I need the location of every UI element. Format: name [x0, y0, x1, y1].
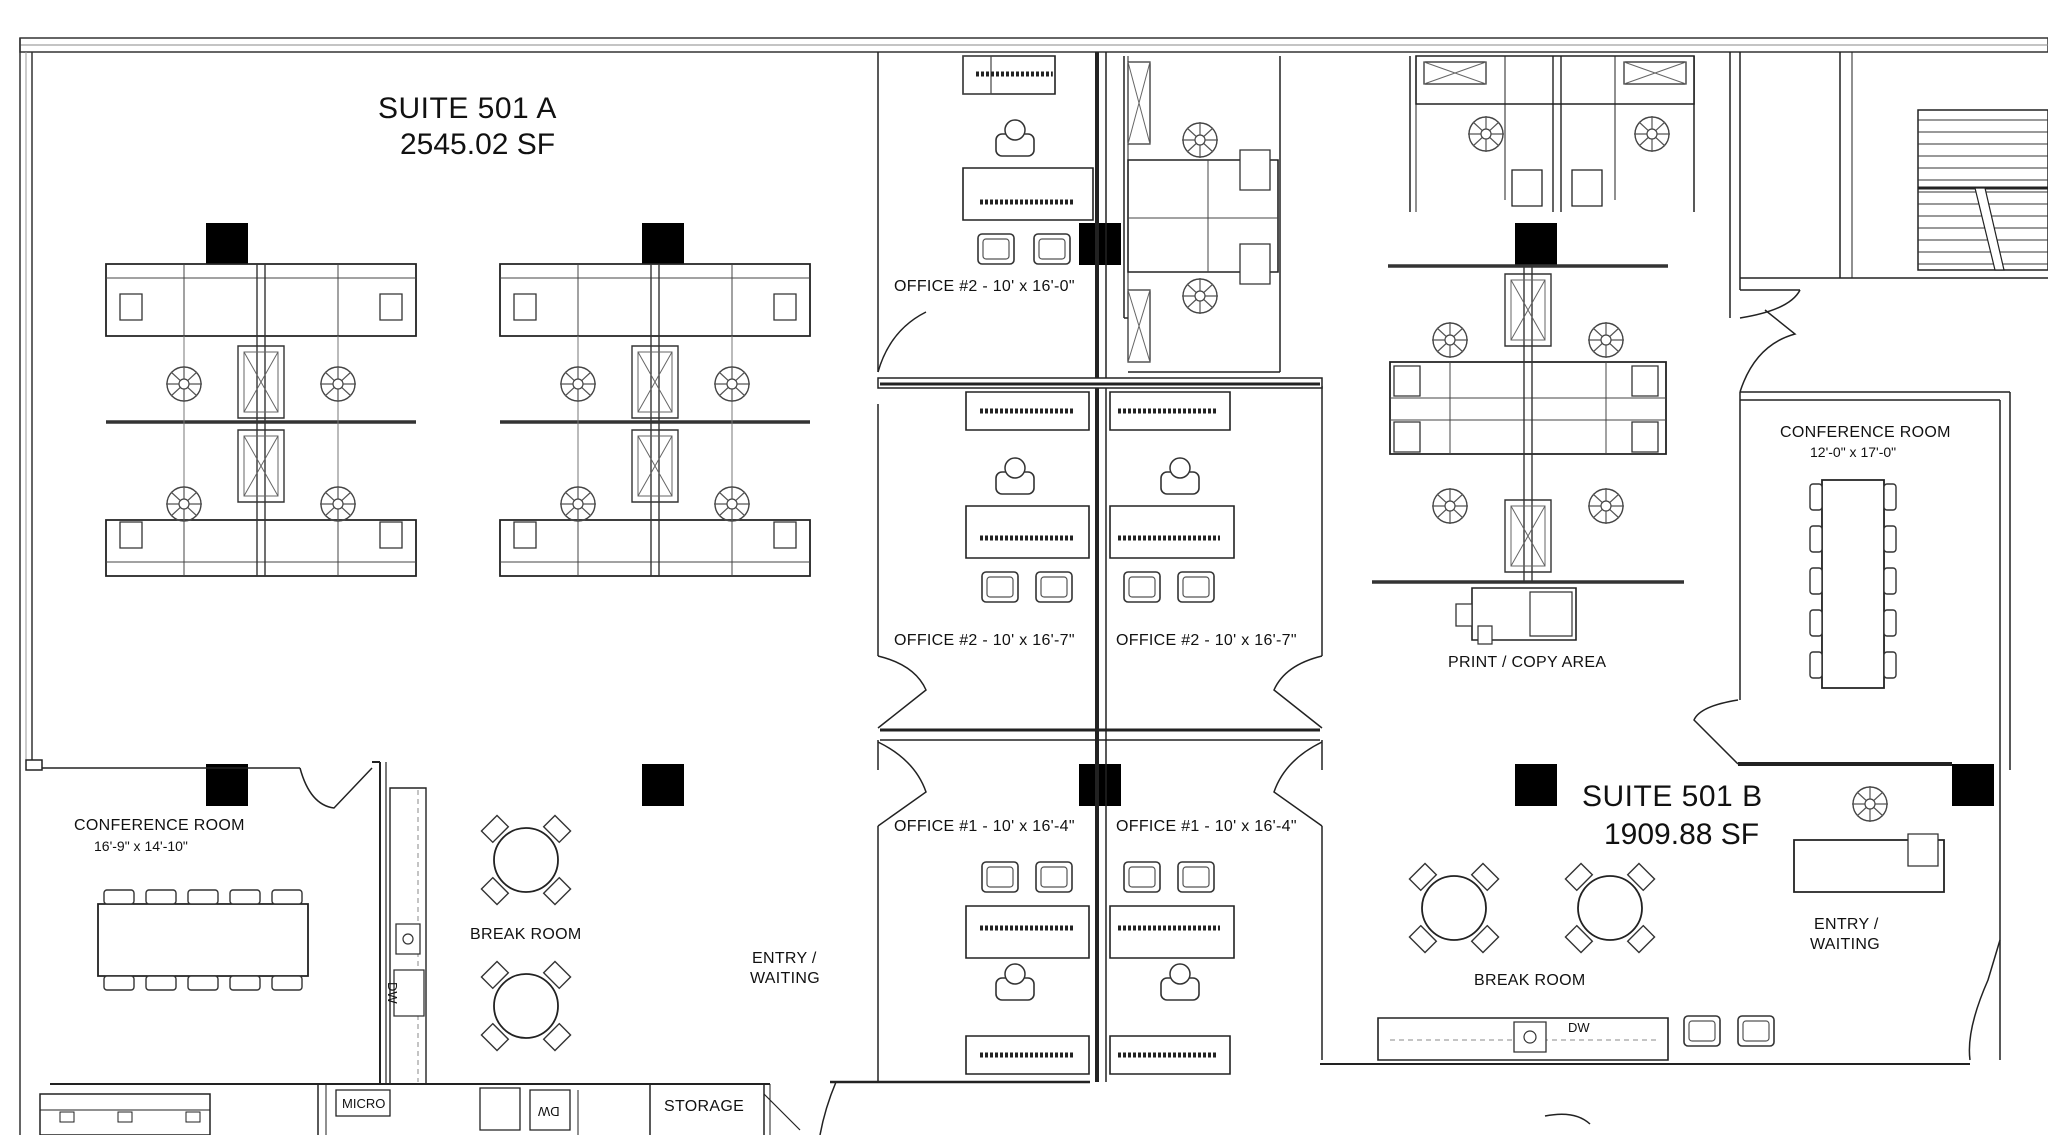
print-copy-area-label: PRINT / COPY AREA [1448, 654, 1607, 671]
suite-501b-area: 1909.88 SF [1604, 818, 1760, 851]
office-low-furniture [966, 861, 1234, 1074]
office-1-low-left-label: OFFICE #1 - 10' x 16'-4" [894, 818, 1075, 835]
office-walls [878, 52, 1322, 1082]
office-2-mid-left-label: OFFICE #2 - 10' x 16'-7" [894, 632, 1075, 649]
workstation-cluster-center [500, 264, 810, 576]
upper-right-workstations [1410, 56, 1694, 212]
suite-b-entry [1794, 785, 2000, 1060]
office-2-top-label: OFFICE #2 - 10' x 16'-0" [894, 278, 1075, 295]
entry-waiting-b-line2: WAITING [1810, 936, 1880, 953]
suite-501a-title: SUITE 501 A [378, 92, 557, 125]
office-mid-furniture [966, 392, 1234, 603]
dishwasher-c-label: DW [538, 1104, 560, 1119]
suite-a-break-room [390, 785, 601, 1084]
break-room-a-label: BREAK ROOM [470, 926, 582, 943]
suite-501a-area: 2545.02 SF [400, 128, 556, 161]
conference-room-a [26, 760, 386, 1084]
conference-room-a-size: 16'-9" x 14'-10" [94, 838, 188, 854]
entry-waiting-b-line1: ENTRY / [1814, 916, 1879, 933]
suite-501b-title: SUITE 501 B [1582, 780, 1763, 813]
office-1-low-right-label: OFFICE #1 - 10' x 16'-4" [1116, 818, 1297, 835]
office-2-top-furniture [963, 56, 1278, 362]
microwave-label: MICRO [342, 1096, 386, 1111]
entry-waiting-a-line1: ENTRY / [752, 950, 817, 967]
structural-columns [206, 223, 1994, 806]
storage-label: STORAGE [664, 1098, 745, 1115]
suite-b-break-room [1378, 833, 1775, 1060]
conference-room-b-size: 12'-0" x 17'-0" [1810, 444, 1897, 460]
office-2-mid-right-label: OFFICE #2 - 10' x 16'-7" [1116, 632, 1297, 649]
entry-waiting-a-line2: WAITING [750, 970, 820, 987]
conference-room-a-label: CONFERENCE ROOM [74, 817, 245, 834]
break-room-b-label: BREAK ROOM [1474, 972, 1586, 989]
workstation-cluster-left [106, 264, 416, 576]
conference-room-b [1694, 480, 1952, 764]
dishwasher-a-label: DW [385, 982, 400, 1004]
service-strip [40, 1082, 1590, 1135]
conference-room-b-label: CONFERENCE ROOM [1780, 424, 1951, 441]
workstation-cluster-right [1372, 266, 1684, 644]
stair-core [1730, 52, 2048, 1060]
dishwasher-b-label: DW [1568, 1020, 1590, 1035]
